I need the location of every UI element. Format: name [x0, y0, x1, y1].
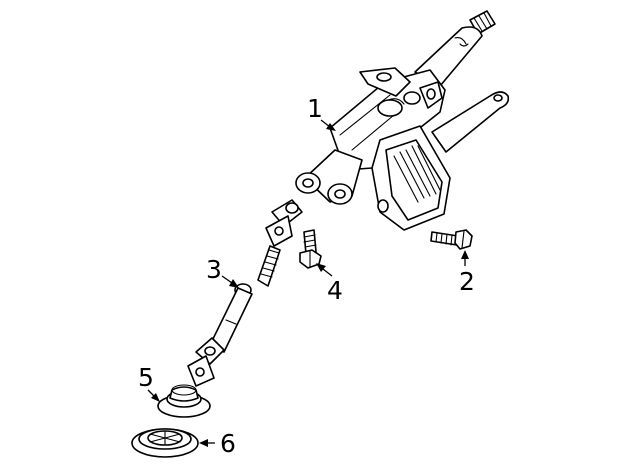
callout-3: 3	[206, 255, 239, 288]
callout-6: 6	[199, 429, 236, 458]
callout-1: 1	[307, 94, 336, 131]
intermediate-shaft	[187, 199, 303, 387]
lower-yoke	[295, 149, 363, 205]
callout-4: 4	[316, 263, 343, 305]
callout-3-label: 3	[206, 255, 222, 284]
upper-universal-joint	[265, 199, 303, 247]
upper-mount-bracket	[359, 67, 443, 109]
callout-2-label: 2	[459, 267, 475, 296]
callout-4-label: 4	[327, 276, 343, 305]
callout-5-label: 5	[138, 363, 154, 392]
lower-mount-plate	[371, 125, 451, 231]
callout-6-label: 6	[220, 429, 236, 458]
callout-2: 2	[459, 250, 475, 296]
lower-universal-joint	[187, 337, 225, 387]
shaft-clamp-bolt	[299, 229, 322, 269]
callout-5: 5	[138, 363, 160, 402]
column-seal	[157, 384, 211, 418]
dash-grommet	[131, 428, 199, 458]
steering-column-assembly	[295, 10, 510, 231]
tilt-lever-arm	[431, 91, 510, 153]
column-mounting-bolt	[430, 229, 473, 250]
callout-1-label: 1	[307, 94, 323, 123]
shaft-spline-section	[257, 245, 281, 287]
